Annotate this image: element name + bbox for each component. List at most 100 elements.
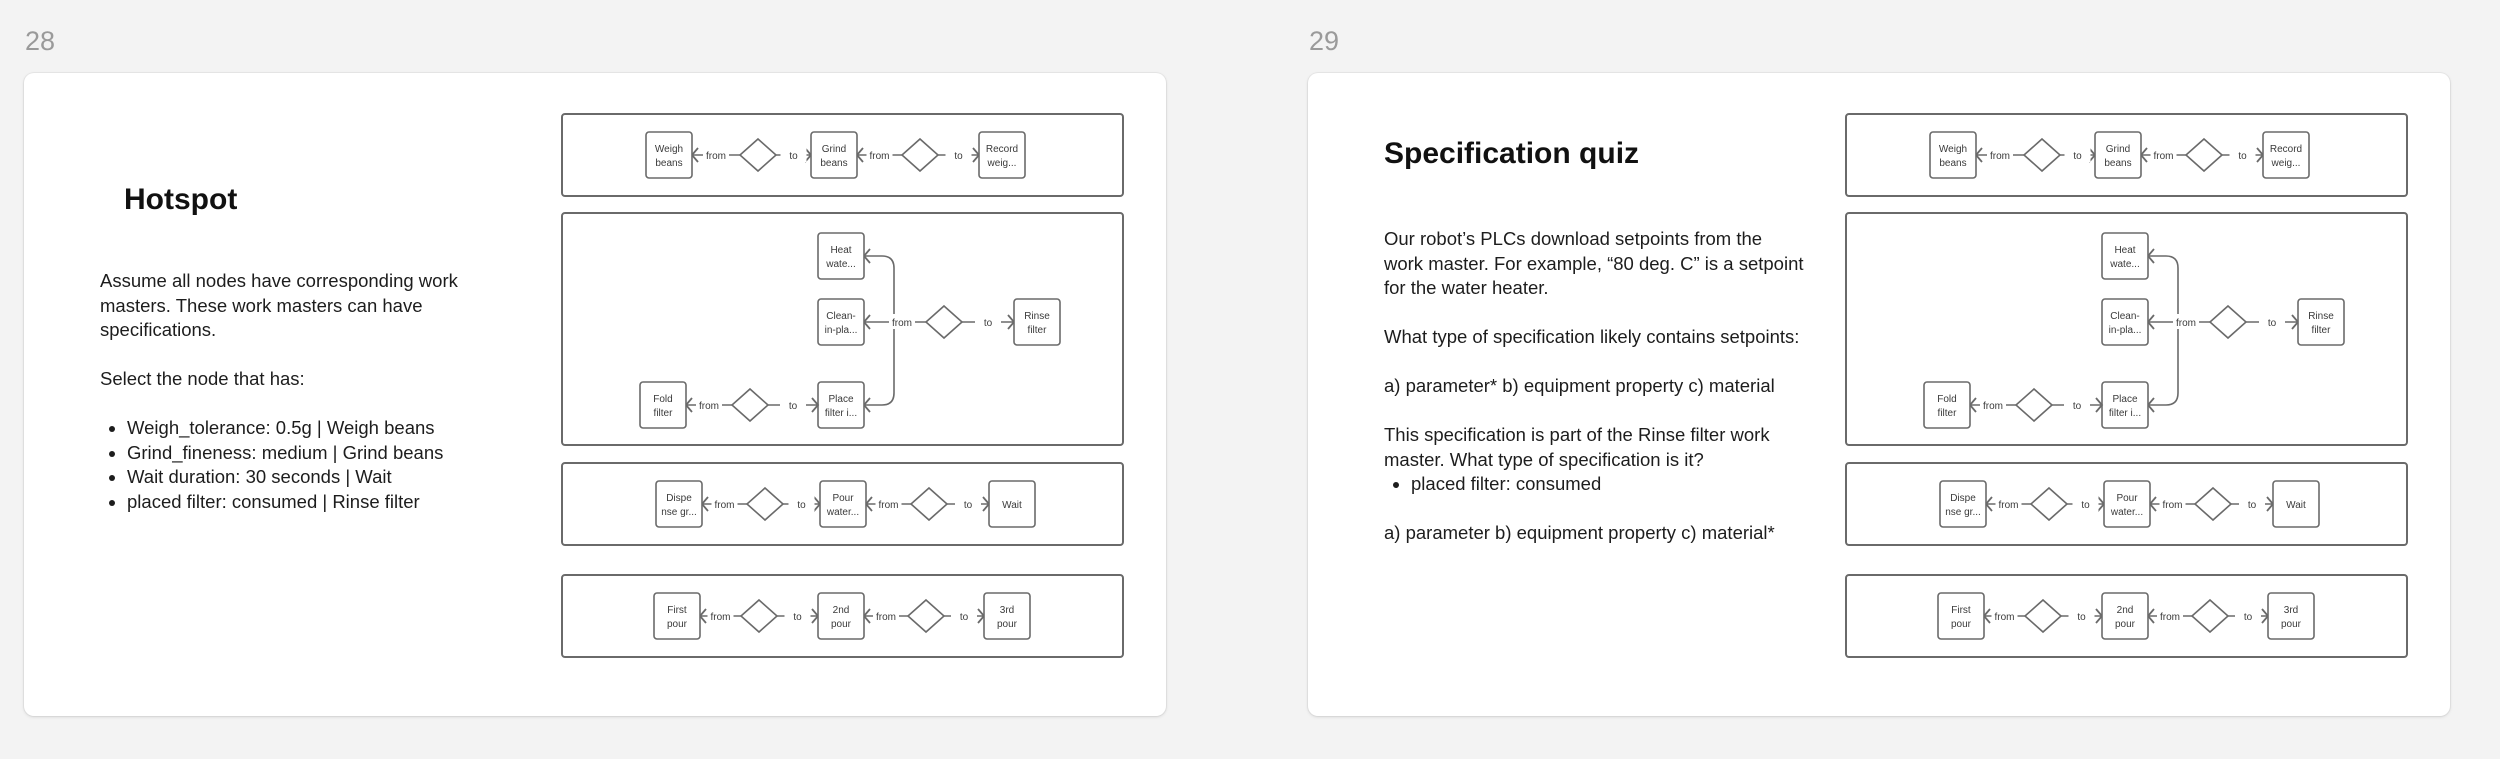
- node-box: [817, 298, 865, 346]
- edge-label: from: [879, 500, 899, 511]
- flow-node: Heatwate...: [817, 232, 865, 280]
- node-box: [988, 480, 1036, 528]
- edge-label: to: [2081, 500, 2090, 511]
- edge-label: from: [706, 151, 726, 162]
- slide-title: Specification quiz: [1384, 137, 1640, 170]
- node-label: Record: [2270, 144, 2302, 155]
- node-box: [810, 131, 858, 179]
- node-label: filter: [2312, 325, 2332, 336]
- node-label: 2nd: [833, 605, 850, 616]
- edge-label: to: [2077, 612, 2086, 623]
- node-box: [639, 381, 687, 429]
- slide-body: Our robot’s PLCs download setpoints from…: [1384, 227, 1804, 546]
- node-label: in-pla...: [2109, 325, 2142, 336]
- node-box: [2272, 480, 2320, 528]
- bullet-list: placed filter: consumed: [1384, 472, 1804, 497]
- edge-label: from: [892, 318, 912, 329]
- edge-label: to: [789, 151, 798, 162]
- node-box: [653, 592, 701, 640]
- decision-diamond: [2029, 486, 2069, 522]
- node-label: pour: [831, 619, 852, 630]
- edge-label: to: [797, 500, 806, 511]
- edge-label: from: [699, 401, 719, 412]
- flow-node: Grind beans: [810, 131, 858, 179]
- node-label: 2nd: [2117, 605, 2134, 616]
- node-label: 3rd: [1000, 605, 1014, 616]
- edge-label: from: [870, 151, 890, 162]
- slide-number: 29: [1309, 26, 1340, 56]
- node-label: Fold: [1937, 394, 1956, 405]
- node-label: Grind: [2106, 144, 2130, 155]
- arrow-head: [811, 397, 820, 413]
- edge-label: from: [2154, 151, 2174, 162]
- node-label: Grind: [822, 144, 846, 155]
- edge-label: from: [876, 612, 896, 623]
- node-label: Weigh: [655, 144, 683, 155]
- node-label: First: [667, 605, 687, 616]
- edge-label: to: [984, 318, 993, 329]
- node-box: [1929, 131, 1977, 179]
- node-label: weig...: [987, 158, 1017, 169]
- decision-diamond: [2023, 598, 2063, 634]
- flow-edge: [2148, 255, 2179, 406]
- slide-28[interactable]: Hotspot Assume all nodes have correspond…: [24, 73, 1166, 716]
- node-label: water...: [826, 507, 859, 518]
- bullet-list: Weigh_tolerance: 0.5g | Weigh beans Grin…: [100, 416, 490, 514]
- node-label: First: [1951, 605, 1971, 616]
- node-box: [1937, 592, 1985, 640]
- edge-label: to: [964, 500, 973, 511]
- edge-label: to: [960, 612, 969, 623]
- node-label: beans: [2104, 158, 2131, 169]
- edge-label: to: [2238, 151, 2247, 162]
- node-label: beans: [820, 158, 847, 169]
- body-paragraph: a) parameter* b) equipment property c) m…: [1384, 375, 1775, 396]
- edge-label: to: [2248, 500, 2257, 511]
- decision-diamond: [745, 486, 785, 522]
- node-label: Pour: [2116, 493, 2138, 504]
- bullet-item: Grind_fineness: medium | Grind beans: [127, 441, 490, 466]
- node-box: [2101, 592, 2149, 640]
- node-label: beans: [655, 158, 682, 169]
- edge-label: from: [1983, 401, 2003, 412]
- node-label: Wait: [1002, 500, 1022, 511]
- flow-node: Grind beans: [2094, 131, 2142, 179]
- flow-node: Wait: [2272, 480, 2320, 528]
- flow-node: First pour: [1937, 592, 1985, 640]
- decision-diamond: [730, 387, 770, 423]
- node-label: nse gr...: [1945, 507, 1981, 518]
- flow-node: Weigh beans: [645, 131, 693, 179]
- node-box: [2267, 592, 2315, 640]
- node-label: Wait: [2286, 500, 2306, 511]
- node-box: [983, 592, 1031, 640]
- node-label: pour: [1951, 619, 1972, 630]
- node-label: Fold: [653, 394, 672, 405]
- decision-diamond: [924, 304, 964, 340]
- decision-diamond: [2022, 137, 2062, 173]
- edge-label: from: [715, 500, 735, 511]
- node-box: [2103, 480, 2151, 528]
- decision-diamond: [900, 137, 940, 173]
- decision-diamond: [739, 598, 779, 634]
- node-label: Heat: [830, 245, 851, 256]
- node-box: [2101, 298, 2149, 346]
- flow-edge: [864, 255, 895, 406]
- node-label: pour: [667, 619, 688, 630]
- node-label: Record: [986, 144, 1018, 155]
- flow-node: Heatwate...: [2101, 232, 2149, 280]
- decision-diamond: [909, 486, 949, 522]
- bullet-item: placed filter: consumed | Rinse filter: [127, 490, 490, 515]
- edge-label: from: [1995, 612, 2015, 623]
- edge-label: to: [789, 401, 798, 412]
- bullet-item: Weigh_tolerance: 0.5g | Weigh beans: [127, 416, 490, 441]
- process-diagram: from to from to Weigh beans Grind beans Record we…: [561, 113, 1124, 659]
- slide-29[interactable]: Specification quiz Our robot’s PLCs down…: [1308, 73, 2450, 716]
- node-box: [2262, 131, 2310, 179]
- node-label: filter i...: [2109, 408, 2141, 419]
- node-label: weig...: [2271, 158, 2301, 169]
